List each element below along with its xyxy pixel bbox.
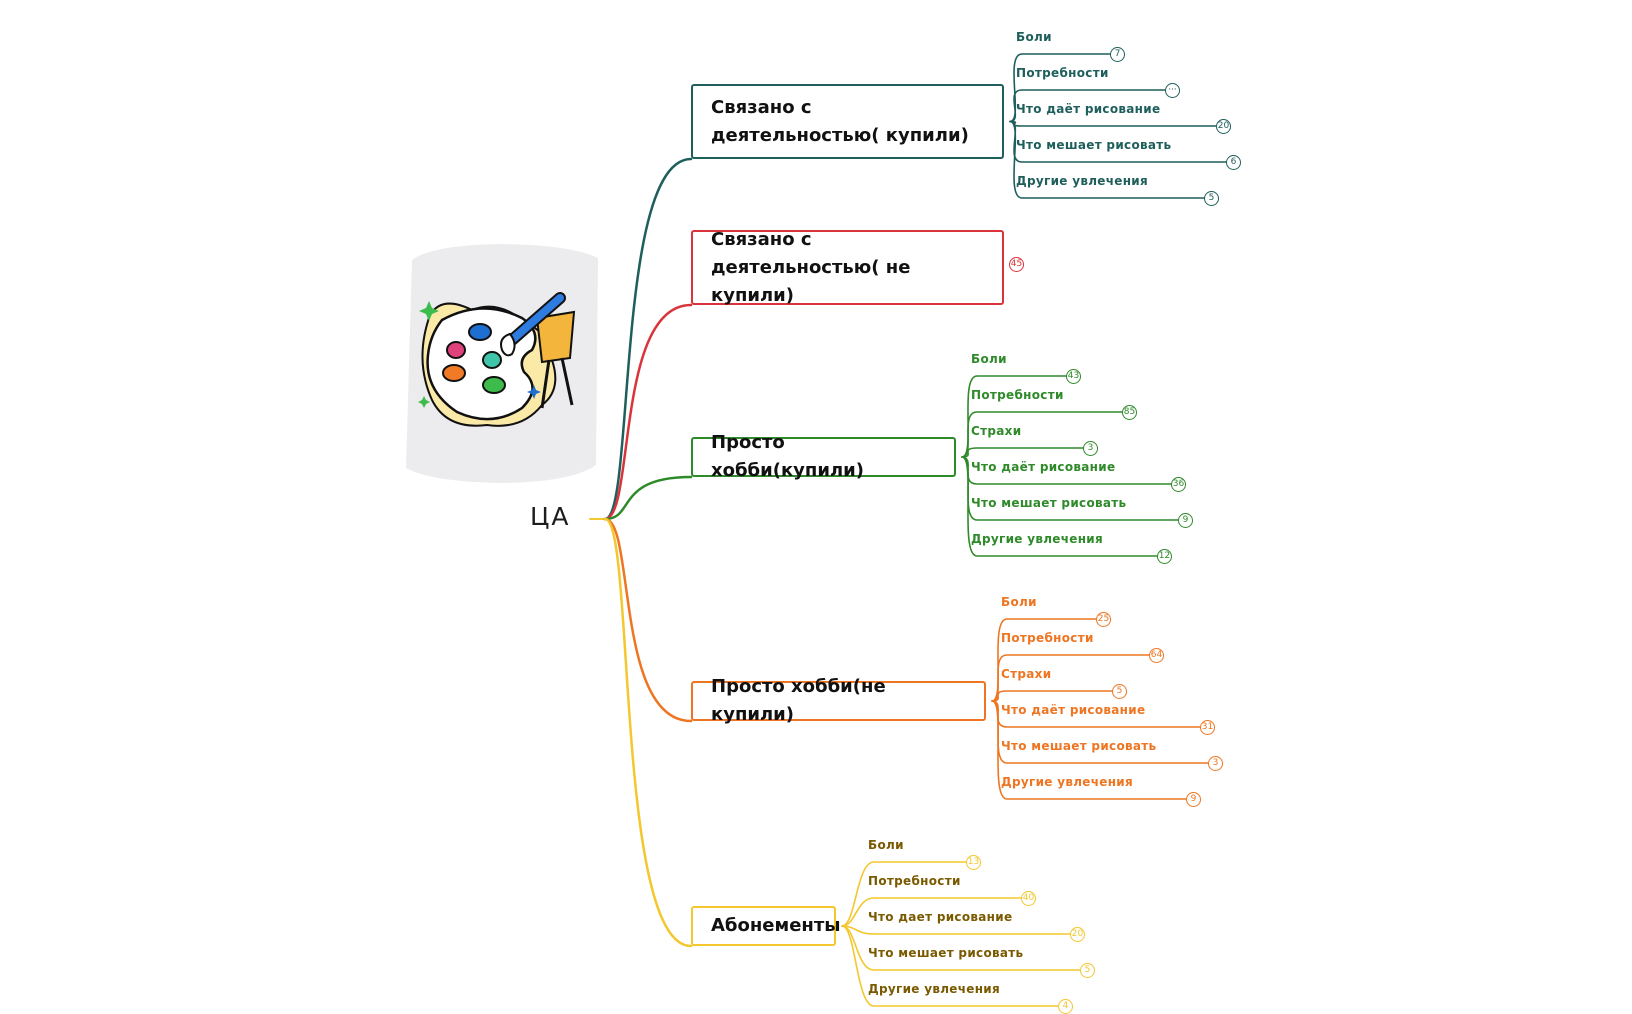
child-connector [841,861,967,927]
child-node-label[interactable]: Что мешает рисовать [868,946,1024,960]
child-connector [1009,89,1166,123]
child-node-label[interactable]: Что мешает рисовать [971,496,1127,510]
child-connector [841,925,1081,971]
child-connector [961,411,1123,458]
child-connector [1009,120,1217,127]
collapsed-count-badge[interactable]: 6 [1226,155,1241,170]
collapsed-count-badge[interactable]: 20 [1216,119,1231,134]
branch-label: Связано с деятельностью( купили) [711,96,969,146]
child-connector [991,700,1187,800]
collapsed-count-badge[interactable]: 13 [966,855,981,870]
child-connector [991,690,1113,702]
collapsed-count-badge[interactable]: 4 [1058,999,1073,1014]
collapsed-count-badge[interactable]: 7 [1110,47,1125,62]
child-connector [991,618,1097,702]
branch-connector [603,157,693,521]
child-connector [1009,53,1111,123]
child-node-label[interactable]: Другие увлечения [868,982,1001,996]
branch-label: Абонементы [711,915,841,936]
child-node-label[interactable]: Боли [1016,30,1052,44]
child-connector [961,456,1158,557]
child-node-label[interactable]: Боли [868,838,904,852]
collapsed-count-badge[interactable]: 5 [1080,963,1095,978]
collapsed-count-badge[interactable]: 5 [1112,684,1127,699]
child-connector [841,925,1059,1007]
branch-connector [603,303,693,521]
child-connector [961,447,1084,458]
branch-node[interactable]: Связано с деятельностью( купили) [691,84,1004,159]
child-node-label[interactable]: Что мешает рисовать [1001,739,1157,753]
branch-connector [603,517,693,723]
collapsed-count-badge[interactable]: ··· [1165,83,1180,98]
collapsed-count-badge[interactable]: 9 [1186,792,1201,807]
root-node-label[interactable]: ЦА [530,502,571,531]
child-connector [961,375,1067,458]
child-node-label[interactable]: Другие увлечения [971,532,1104,546]
child-node-label[interactable]: Что дает рисование [868,910,1013,924]
child-node-label[interactable]: Что даёт рисование [1001,703,1146,717]
branch-label: Просто хобби(не купили) [711,676,886,725]
collapsed-count-badge[interactable]: 20 [1070,927,1085,942]
branch-node[interactable]: Абонементы [691,906,841,946]
collapsed-count-badge[interactable]: 64 [1149,648,1164,663]
collapsed-count-badge[interactable]: 45 [1009,257,1024,272]
child-node-label[interactable]: Боли [1001,595,1037,609]
child-connector [1009,120,1205,199]
branch-label: Связано с деятельностью( не купили) [711,228,911,306]
collapsed-count-badge[interactable]: 3 [1083,441,1098,456]
collapsed-count-badge[interactable]: 25 [1096,612,1111,627]
child-connector [841,925,1071,935]
paint-palette-illustration [402,240,602,485]
child-node-label[interactable]: Боли [971,352,1007,366]
branch-node[interactable]: Связано с деятельностью( не купили) [691,229,1004,306]
child-connector [991,654,1150,702]
paint-palette-with-brush-icon [406,244,598,483]
collapsed-count-badge[interactable]: 40 [1021,891,1036,906]
child-node-label[interactable]: Что даёт рисование [971,460,1116,474]
collapsed-count-badge[interactable]: 31 [1200,720,1215,735]
child-node-label[interactable]: Другие увлечения [1001,775,1134,789]
collapsed-count-badge[interactable]: 5 [1204,191,1219,206]
collapsed-count-badge[interactable]: 12 [1157,549,1172,564]
child-node-label[interactable]: Потребности [1001,631,1094,645]
child-node-label[interactable]: Потребности [1016,66,1109,80]
child-node-label[interactable]: Страхи [1001,667,1052,681]
collapsed-count-badge[interactable]: 85 [1122,405,1137,420]
collapsed-count-badge[interactable]: 43 [1066,369,1081,384]
branch-connector [603,475,693,521]
collapsed-count-badge[interactable]: 9 [1178,513,1193,528]
child-node-label[interactable]: Что даёт рисование [1016,102,1161,116]
branch-label: Просто хобби(купили) [711,432,864,481]
child-connector [841,897,1022,927]
child-node-label[interactable]: Потребности [868,874,961,888]
child-node-label[interactable]: Потребности [971,388,1064,402]
branch-node[interactable]: Просто хобби(купили) [691,432,956,481]
branch-node[interactable]: Просто хобби(не купили) [691,676,986,725]
branch-connector [603,517,693,948]
child-node-label[interactable]: Страхи [971,424,1022,438]
collapsed-count-badge[interactable]: 3 [1208,756,1223,771]
child-node-label[interactable]: Другие увлечения [1016,174,1149,188]
collapsed-count-badge[interactable]: 36 [1171,477,1186,492]
child-node-label[interactable]: Что мешает рисовать [1016,138,1172,152]
